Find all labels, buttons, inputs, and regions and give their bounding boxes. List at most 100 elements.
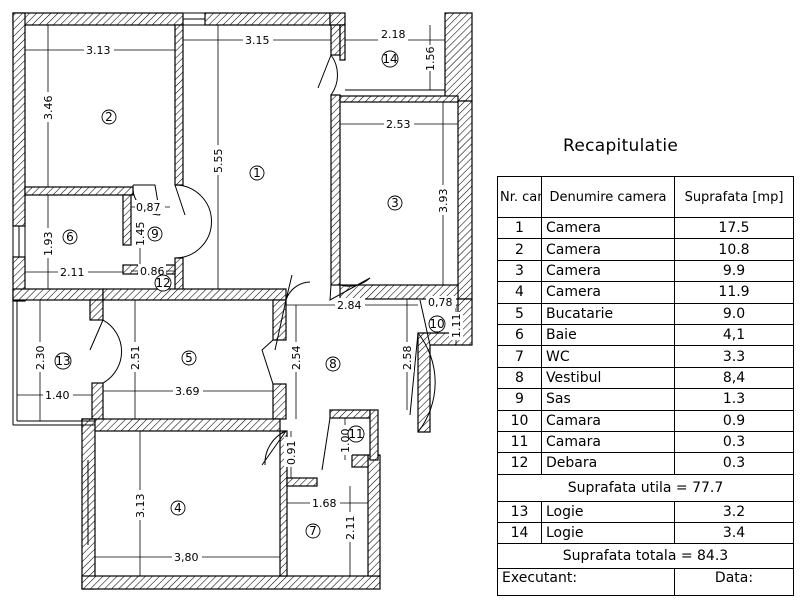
header-nr: Nr. cam. (497, 176, 542, 218)
room-number-8: 8 (329, 357, 337, 371)
row-nr: 12 (497, 452, 542, 475)
dim-2-30: 2.30 (34, 346, 47, 371)
row-area: 3.4 (674, 522, 794, 545)
row-nr: 3 (497, 259, 542, 283)
header-name: Denumire camera (541, 176, 675, 218)
row-name: Camera (541, 216, 675, 240)
dim-0-78: 0,78 (428, 296, 453, 309)
signature-row: Executant: Data: (497, 568, 794, 597)
row-area: 0.3 (674, 452, 794, 475)
room-numbers: 1 2 3 4 5 6 7 8 9 10 11 12 13 14 (54, 50, 446, 539)
row-nr: 1 (497, 216, 542, 240)
executant-label: Executant: (497, 568, 675, 597)
dim-3-15: 3.15 (245, 34, 270, 47)
row-nr: 6 (497, 323, 542, 347)
row-name: Camera (541, 238, 675, 261)
dim-1-93: 1.93 (42, 232, 55, 257)
total-area: Suprafata totala = 84.3 (497, 543, 794, 570)
room-number-2: 2 (105, 110, 113, 124)
recap-title: Recapitulatie (563, 136, 679, 156)
row-name: Camera (541, 259, 675, 283)
room-number-3: 3 (391, 196, 399, 210)
walls (12, 12, 473, 590)
useful-area: Suprafata utila = 77.7 (497, 473, 794, 502)
row-name: Bucatarie (541, 302, 675, 325)
row-area: 4,1 (674, 323, 794, 347)
row-nr: 13 (497, 500, 542, 524)
recap-table: Nr. cam. Denumire camera Suprafata [mp] … (497, 176, 794, 597)
dim-2-58: 2.58 (401, 346, 414, 371)
dim-1-40: 1.40 (45, 389, 70, 402)
row-nr: 4 (497, 281, 542, 304)
room-number-5: 5 (185, 351, 193, 365)
room-number-12: 12 (155, 276, 170, 290)
dim-0-91: 0.91 (285, 441, 298, 466)
dim-0-87: 0,87 (136, 201, 161, 214)
data-label: Data: (674, 568, 794, 597)
dim-2-11-room7: 2.11 (344, 516, 357, 541)
row-name: WC (541, 345, 675, 368)
room-number-4: 4 (174, 501, 182, 515)
row-area: 0.9 (674, 409, 794, 432)
row-nr: 5 (497, 302, 542, 325)
row-area: 11.9 (674, 281, 794, 304)
row-area: 9.0 (674, 302, 794, 325)
row-area: 9.9 (674, 259, 794, 283)
dim-1-11: 1.11 (450, 314, 463, 339)
dim-0-86: 0.86 (140, 265, 165, 278)
room-number-1: 1 (253, 166, 261, 180)
dim-1-45: 1.45 (134, 222, 147, 247)
dim-2-51: 2.51 (129, 346, 142, 371)
row-nr: 11 (497, 430, 542, 454)
row-name: Logie (541, 522, 675, 545)
row-area: 17.5 (674, 216, 794, 240)
row-name: Baie (541, 323, 675, 347)
room-number-7: 7 (309, 524, 317, 538)
row-area: 1.3 (674, 388, 794, 411)
row-area: 10.8 (674, 238, 794, 261)
dim-3-46: 3.46 (42, 96, 55, 121)
window-room-6 (12, 226, 26, 257)
useful-area-row: Suprafata utila = 77.7 (497, 473, 794, 502)
row-area: 3.2 (674, 500, 794, 524)
dim-1-56: 1.56 (424, 47, 437, 72)
row-name: Vestibul (541, 366, 675, 390)
total-area-row: Suprafata totala = 84.3 (497, 543, 794, 570)
dim-3-13-room4: 3.13 (134, 494, 147, 519)
row-nr: 2 (497, 238, 542, 261)
dim-3-69: 3.69 (175, 385, 200, 398)
row-name: Camara (541, 409, 675, 432)
row-name: Camara (541, 430, 675, 454)
row-area: 3.3 (674, 345, 794, 368)
row-nr: 7 (497, 345, 542, 368)
dim-3-93: 3.93 (437, 189, 450, 214)
dim-5-55: 5.55 (212, 149, 225, 174)
row-nr: 9 (497, 388, 542, 411)
dim-2-18: 2.18 (381, 28, 406, 41)
header-area: Suprafata [mp] (674, 176, 794, 218)
row-name: Logie (541, 500, 675, 524)
recap-header-row: Nr. cam. Denumire camera Suprafata [mp] (497, 176, 794, 218)
doors (89, 54, 436, 471)
window-room-1 (183, 12, 205, 26)
dim-2-53: 2.53 (386, 118, 411, 131)
dim-3-13-top: 3.13 (86, 44, 111, 57)
row-name: Debara (541, 452, 675, 475)
row-nr: 8 (497, 366, 542, 390)
room-number-10: 10 (429, 317, 444, 331)
dim-2-84: 2.84 (337, 299, 362, 312)
room-number-11: 11 (348, 427, 363, 441)
room-number-14: 14 (382, 52, 397, 66)
